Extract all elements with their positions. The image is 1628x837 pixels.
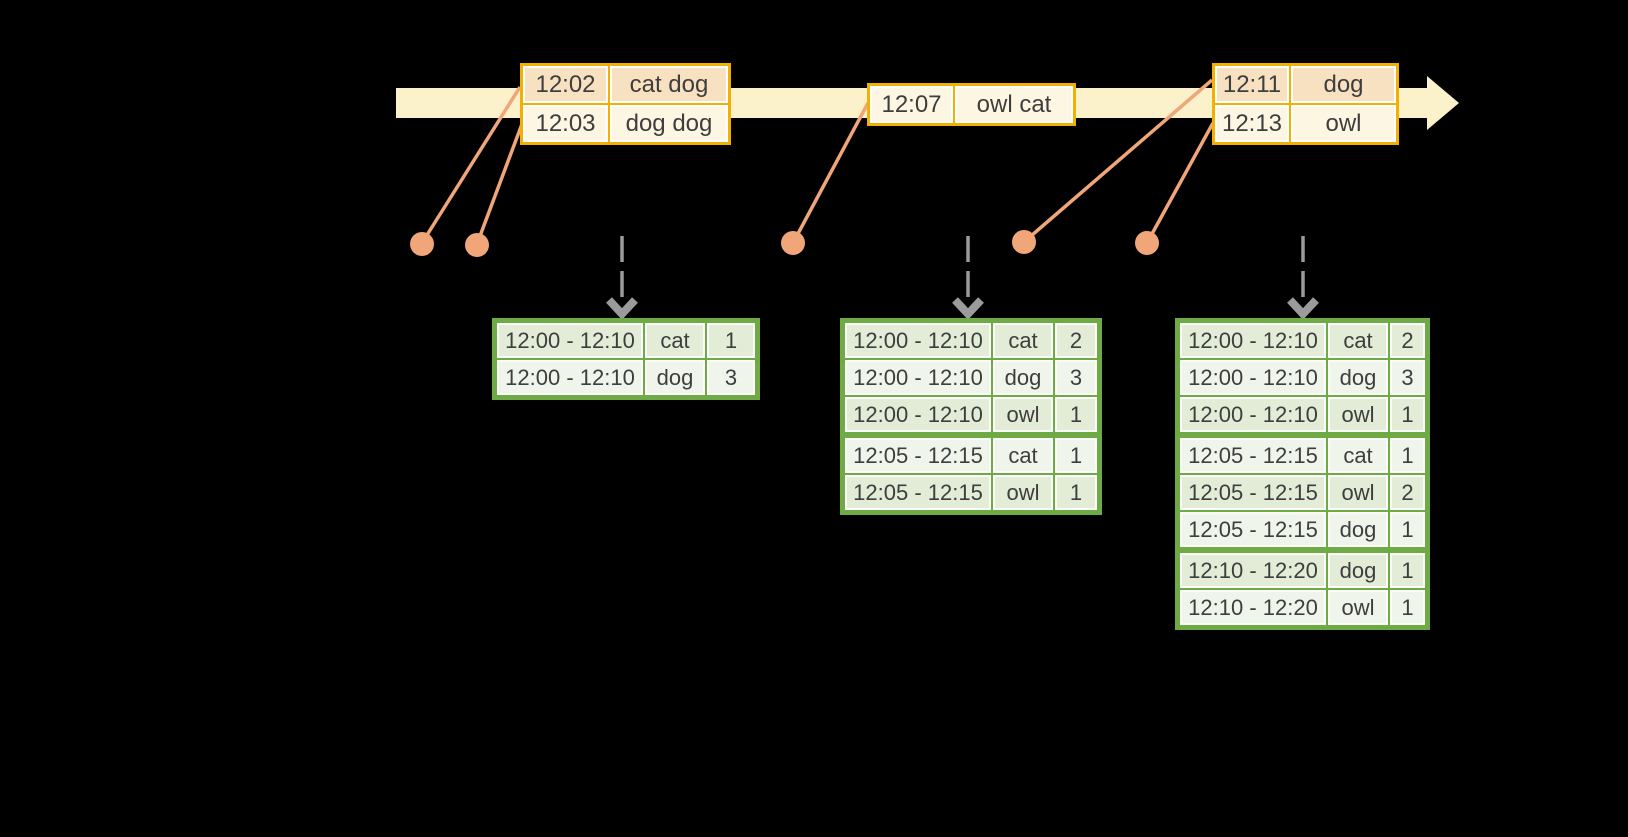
result-row: 12:05 - 12:15 owl 1 (845, 473, 1097, 510)
event-time-cell: 12:07 (870, 86, 953, 123)
result-word-cell: cat (1326, 438, 1388, 473)
event-row: 12:13 owl (1215, 103, 1396, 142)
event-row: 12:02 cat dog (523, 66, 728, 103)
result-count-cell: 1 (1053, 397, 1097, 432)
event-marker-line (1022, 78, 1214, 244)
result-word-cell: owl (1326, 590, 1388, 625)
result-word-cell: cat (643, 323, 705, 358)
result-row: 12:05 - 12:15 cat 1 (1180, 432, 1425, 473)
trigger-arrowhead-icon (606, 297, 638, 320)
result-count-cell: 1 (1388, 512, 1425, 547)
result-word-cell: cat (991, 323, 1053, 358)
result-count-cell: 1 (705, 323, 755, 358)
event-table-2: 12:07 owl cat (867, 83, 1076, 126)
event-table-3: 12:11 dog 12:13 owl (1212, 63, 1399, 145)
result-row: 12:10 - 12:20 dog 1 (1180, 547, 1425, 588)
result-count-cell: 2 (1388, 475, 1425, 510)
event-time-cell: 12:13 (1215, 105, 1289, 142)
result-row: 12:00 - 12:10 cat 2 (1180, 323, 1425, 358)
result-word-cell: owl (991, 397, 1053, 432)
event-markers (410, 78, 1215, 257)
result-window-cell: 12:00 - 12:10 (497, 323, 643, 358)
result-count-cell: 3 (705, 360, 755, 395)
result-window-cell: 12:00 - 12:10 (1180, 360, 1326, 395)
event-marker-line (791, 102, 870, 244)
event-words-cell: dog dog (608, 105, 728, 142)
event-marker-dot (1135, 231, 1159, 255)
result-row: 12:05 - 12:15 owl 2 (1180, 473, 1425, 510)
event-time-cell: 12:11 (1215, 66, 1289, 103)
event-words-cell: dog (1289, 66, 1396, 103)
event-words-cell: cat dog (608, 66, 728, 103)
result-row: 12:05 - 12:15 dog 1 (1180, 510, 1425, 547)
result-window-cell: 12:00 - 12:10 (1180, 323, 1326, 358)
event-row: 12:11 dog (1215, 66, 1396, 103)
result-window-cell: 12:10 - 12:20 (1180, 553, 1326, 588)
event-marker-line (475, 123, 524, 245)
result-window-cell: 12:05 - 12:15 (1180, 512, 1326, 547)
event-time-cell: 12:02 (523, 66, 608, 103)
result-word-cell: owl (991, 475, 1053, 510)
result-count-cell: 3 (1388, 360, 1425, 395)
result-count-cell: 1 (1388, 397, 1425, 432)
trigger-arrowhead-icon (1287, 297, 1319, 320)
result-count-cell: 1 (1053, 438, 1097, 473)
result-window-cell: 12:05 - 12:15 (1180, 475, 1326, 510)
result-count-cell: 2 (1053, 323, 1097, 358)
result-window-cell: 12:05 - 12:15 (845, 475, 991, 510)
result-word-cell: dog (1326, 512, 1388, 547)
result-count-cell: 3 (1053, 360, 1097, 395)
result-window-cell: 12:05 - 12:15 (845, 438, 991, 473)
result-word-cell: dog (1326, 360, 1388, 395)
result-word-cell: owl (1326, 397, 1388, 432)
result-window-cell: 12:05 - 12:15 (1180, 438, 1326, 473)
event-row: 12:07 owl cat (870, 86, 1073, 123)
result-row: 12:00 - 12:10 cat 1 (497, 323, 755, 358)
result-word-cell: owl (1326, 475, 1388, 510)
event-table-1: 12:02 cat dog 12:03 dog dog (520, 63, 731, 145)
result-window-cell: 12:00 - 12:10 (845, 360, 991, 395)
result-row: 12:00 - 12:10 dog 3 (497, 358, 755, 395)
event-row: 12:03 dog dog (523, 103, 728, 142)
result-count-cell: 1 (1388, 553, 1425, 588)
result-table-3: 12:00 - 12:10 cat 2 12:00 - 12:10 dog 3 … (1175, 318, 1430, 630)
trigger-arrows (606, 236, 1319, 320)
trigger-arrowhead-icon (952, 297, 984, 320)
event-words-cell: owl cat (953, 86, 1073, 123)
result-word-cell: cat (991, 438, 1053, 473)
event-marker-dot (410, 232, 434, 256)
result-word-cell: dog (643, 360, 705, 395)
result-row: 12:10 - 12:20 owl 1 (1180, 588, 1425, 625)
result-word-cell: cat (1326, 323, 1388, 358)
result-table-1: 12:00 - 12:10 cat 1 12:00 - 12:10 dog 3 (492, 318, 760, 400)
result-window-cell: 12:00 - 12:10 (845, 323, 991, 358)
event-marker-dot (781, 231, 805, 255)
result-row: 12:00 - 12:10 cat 2 (845, 323, 1097, 358)
result-row: 12:00 - 12:10 owl 1 (1180, 395, 1425, 432)
result-window-cell: 12:00 - 12:10 (1180, 397, 1326, 432)
event-marker-line (420, 86, 522, 244)
result-window-cell: 12:10 - 12:20 (1180, 590, 1326, 625)
event-time-cell: 12:03 (523, 105, 608, 142)
event-marker-dot (1012, 230, 1036, 254)
result-window-cell: 12:00 - 12:10 (845, 397, 991, 432)
result-count-cell: 1 (1053, 475, 1097, 510)
result-row: 12:00 - 12:10 dog 3 (845, 358, 1097, 395)
result-window-cell: 12:00 - 12:10 (497, 360, 643, 395)
result-table-2: 12:00 - 12:10 cat 2 12:00 - 12:10 dog 3 … (840, 318, 1102, 515)
result-count-cell: 1 (1388, 438, 1425, 473)
result-count-cell: 1 (1388, 590, 1425, 625)
event-marker-dot (465, 233, 489, 257)
timeline-arrowhead-icon (1427, 76, 1459, 130)
event-marker-line (1145, 122, 1215, 244)
result-row: 12:00 - 12:10 owl 1 (845, 395, 1097, 432)
result-row: 12:00 - 12:10 dog 3 (1180, 358, 1425, 395)
result-row: 12:05 - 12:15 cat 1 (845, 432, 1097, 473)
event-words-cell: owl (1289, 105, 1396, 142)
result-word-cell: dog (1326, 553, 1388, 588)
result-word-cell: dog (991, 360, 1053, 395)
result-count-cell: 2 (1388, 323, 1425, 358)
